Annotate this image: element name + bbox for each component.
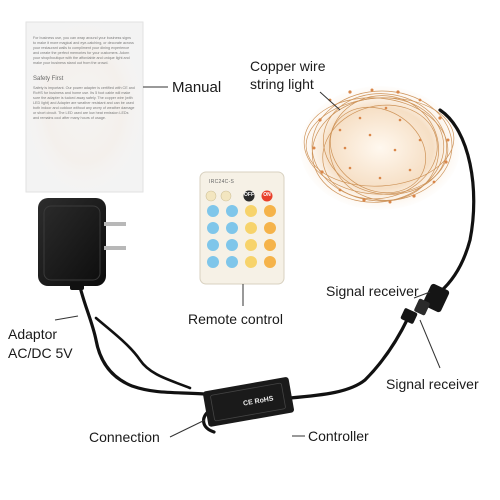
remote-key	[226, 205, 238, 217]
manual-sheet	[25, 21, 144, 193]
label-connection: Connection	[89, 429, 160, 445]
remote-key	[226, 222, 238, 234]
connector-upper	[414, 283, 450, 316]
manual-heading: Safety First	[33, 76, 64, 82]
label-signal-receiver-bottom: Signal receiver	[386, 376, 479, 392]
remote-key	[264, 256, 276, 268]
remote-off-label: OFF	[244, 192, 254, 198]
leader-lines	[54, 86, 441, 438]
power-adaptor	[38, 198, 126, 290]
manual-body: Safety is important. Our power adapter i…	[33, 86, 135, 120]
remote-key	[226, 239, 238, 251]
remote-key	[226, 256, 238, 268]
remote-control	[199, 171, 285, 285]
remote-key	[207, 222, 219, 234]
label-adaptor-line2: AC/DC 5V	[8, 345, 73, 361]
remote-key	[264, 205, 276, 217]
remote-key	[245, 239, 257, 251]
remote-button-grid	[205, 205, 279, 281]
remote-key	[207, 239, 219, 251]
remote-key	[245, 205, 257, 217]
remote-key	[207, 205, 219, 217]
cables	[76, 108, 476, 434]
connector-lower	[400, 308, 418, 324]
label-signal-receiver-top: Signal receiver	[326, 283, 419, 299]
label-controller: Controller	[308, 428, 369, 444]
remote-key	[245, 222, 257, 234]
controller-box	[203, 377, 294, 427]
remote-model-label: IRC24C-S	[209, 179, 235, 185]
remote-key	[264, 222, 276, 234]
remote-key	[245, 256, 257, 268]
manual-intro: For business use, you can wrap around yo…	[33, 36, 134, 65]
label-copper-wire-line1: Copper wire	[250, 58, 326, 74]
label-adaptor-line1: Adaptor	[8, 326, 58, 342]
manual-text: For business use, you can wrap around yo…	[33, 36, 135, 121]
remote-key	[207, 256, 219, 268]
label-remote-control: Remote control	[188, 311, 283, 327]
copper-wire-coil	[300, 86, 460, 210]
label-manual: Manual	[172, 79, 222, 96]
remote-key	[264, 239, 276, 251]
remote-on-label: ON	[263, 192, 271, 198]
label-copper-wire-line2: string light	[250, 76, 314, 92]
